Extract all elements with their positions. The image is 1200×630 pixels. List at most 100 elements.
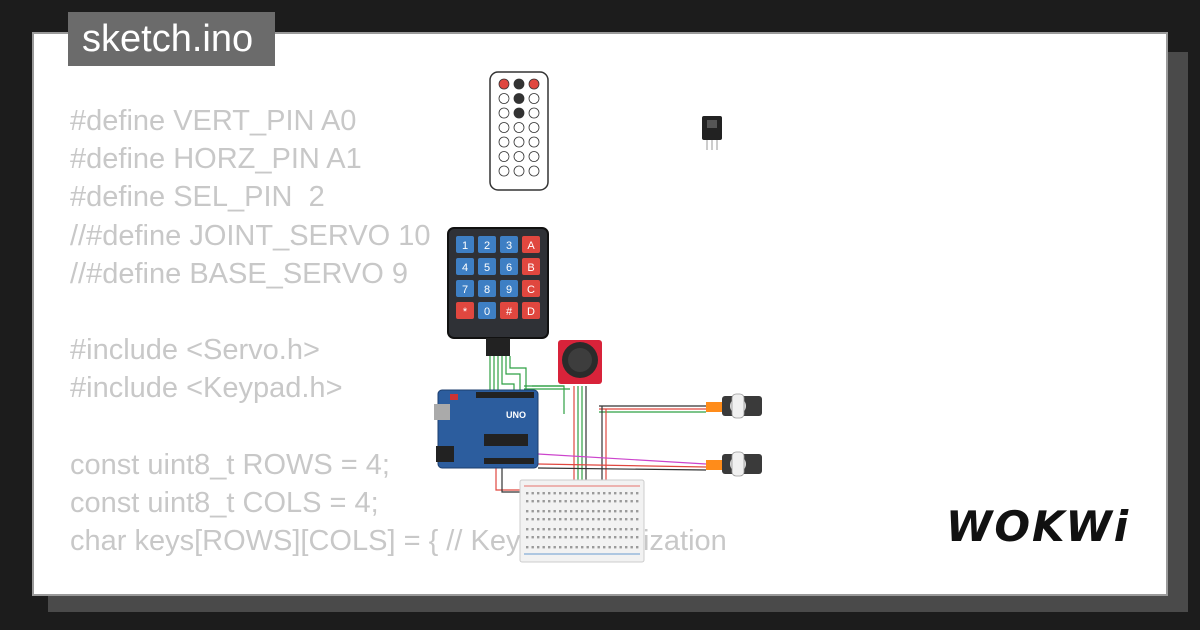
breadboard-hole xyxy=(553,500,556,503)
breadboard-hole xyxy=(542,510,545,513)
keypad-key-label: 1 xyxy=(462,240,468,252)
breadboard-hole xyxy=(548,510,551,513)
breadboard-hole xyxy=(531,536,534,539)
breadboard-hole xyxy=(548,536,551,539)
breadboard-hole xyxy=(608,536,611,539)
breadboard-hole xyxy=(603,528,606,531)
breadboard-hole xyxy=(581,510,584,513)
breadboard-hole xyxy=(636,518,639,521)
breadboard-hole xyxy=(597,528,600,531)
breadboard-hole xyxy=(619,518,622,521)
breadboard-hole xyxy=(625,536,628,539)
keypad-key-label: 7 xyxy=(462,284,468,296)
breadboard-hole xyxy=(537,546,540,549)
breadboard-hole xyxy=(531,492,534,495)
keypad-key-label: B xyxy=(527,262,534,274)
breadboard-hole xyxy=(526,518,529,521)
remote-button xyxy=(498,93,510,104)
breadboard-hole xyxy=(619,492,622,495)
remote-button xyxy=(513,122,525,133)
breadboard-hole xyxy=(603,518,606,521)
breadboard-hole xyxy=(614,536,617,539)
breadboard-hole xyxy=(559,492,562,495)
breadboard-hole xyxy=(542,500,545,503)
code-line: #define SEL_PIN 2 xyxy=(70,181,325,214)
keypad-key: * xyxy=(456,302,474,319)
wokwi-logo: WOKWi xyxy=(946,502,1131,551)
preview-card: #define VERT_PIN A0#define HORZ_PIN A1#d… xyxy=(32,32,1168,596)
breadboard-hole xyxy=(586,510,589,513)
breadboard-hole xyxy=(575,510,578,513)
breadboard-hole xyxy=(630,536,633,539)
joystick-module xyxy=(558,340,602,384)
breadboard-hole xyxy=(630,518,633,521)
breadboard-hole xyxy=(542,546,545,549)
breadboard-hole xyxy=(564,510,567,513)
breadboard-hole xyxy=(586,500,589,503)
breadboard-hole xyxy=(553,518,556,521)
breadboard-hole xyxy=(570,510,573,513)
keypad-key-label: D xyxy=(527,306,535,318)
breadboard-hole xyxy=(559,528,562,531)
breadboard-hole xyxy=(630,492,633,495)
breadboard-hole xyxy=(636,510,639,513)
keypad-key: C xyxy=(522,280,540,297)
breadboard-hole xyxy=(608,546,611,549)
breadboard-hole xyxy=(575,536,578,539)
keypad-key: 5 xyxy=(478,258,496,275)
breadboard-hole xyxy=(581,500,584,503)
keypad-key-label: 4 xyxy=(462,262,468,274)
breadboard-hole xyxy=(597,518,600,521)
remote-button xyxy=(513,151,525,162)
breadboard-hole xyxy=(603,492,606,495)
keypad-key-label: 0 xyxy=(484,306,490,318)
breadboard-hole xyxy=(625,500,628,503)
breadboard-hole xyxy=(553,528,556,531)
breadboard-hole xyxy=(586,546,589,549)
breadboard-hole xyxy=(630,546,633,549)
breadboard-hole xyxy=(636,528,639,531)
keypad-key-label: 3 xyxy=(506,240,512,252)
breadboard-hole xyxy=(619,546,622,549)
breadboard-hole xyxy=(592,536,595,539)
breadboard-hole xyxy=(603,500,606,503)
breadboard-hole xyxy=(575,546,578,549)
keypad-key: D xyxy=(522,302,540,319)
breadboard-hole xyxy=(619,528,622,531)
breadboard-hole xyxy=(531,518,534,521)
file-title-tab: sketch.ino xyxy=(68,12,276,66)
breadboard-hole xyxy=(625,510,628,513)
breadboard-hole xyxy=(625,492,628,495)
remote-button xyxy=(513,78,525,90)
remote-button xyxy=(528,78,540,90)
breadboard-hole xyxy=(592,510,595,513)
breadboard-hole xyxy=(614,528,617,531)
breadboard-hole xyxy=(537,510,540,513)
breadboard-hole xyxy=(619,510,622,513)
remote-button xyxy=(528,165,540,177)
breadboard-hole xyxy=(570,500,573,503)
keypad-key-label: 6 xyxy=(506,262,512,274)
breadboard-hole xyxy=(526,528,529,531)
code-line: const uint8_t ROWS = 4; xyxy=(70,448,390,481)
breadboard-hole xyxy=(564,546,567,549)
keypad-key-label: 5 xyxy=(484,262,490,274)
breadboard-hole xyxy=(581,528,584,531)
keypad-key: A xyxy=(522,236,540,253)
breadboard-hole xyxy=(531,546,534,549)
remote-button xyxy=(528,136,540,148)
keypad-key: 2 xyxy=(478,236,496,253)
code-line: //#define JOINT_SERVO 10 xyxy=(70,219,431,252)
breadboard-hole xyxy=(630,500,633,503)
code-line: const uint8_t COLS = 4; xyxy=(70,486,379,519)
remote-button xyxy=(498,107,510,119)
arduino-uno: UNO xyxy=(434,389,539,469)
breadboard-hole xyxy=(559,546,562,549)
breadboard-hole xyxy=(559,500,562,503)
breadboard-hole xyxy=(559,536,562,539)
breadboard-hole xyxy=(548,528,551,531)
breadboard-hole xyxy=(553,492,556,495)
breadboard-hole xyxy=(564,518,567,521)
breadboard-hole xyxy=(526,546,529,549)
